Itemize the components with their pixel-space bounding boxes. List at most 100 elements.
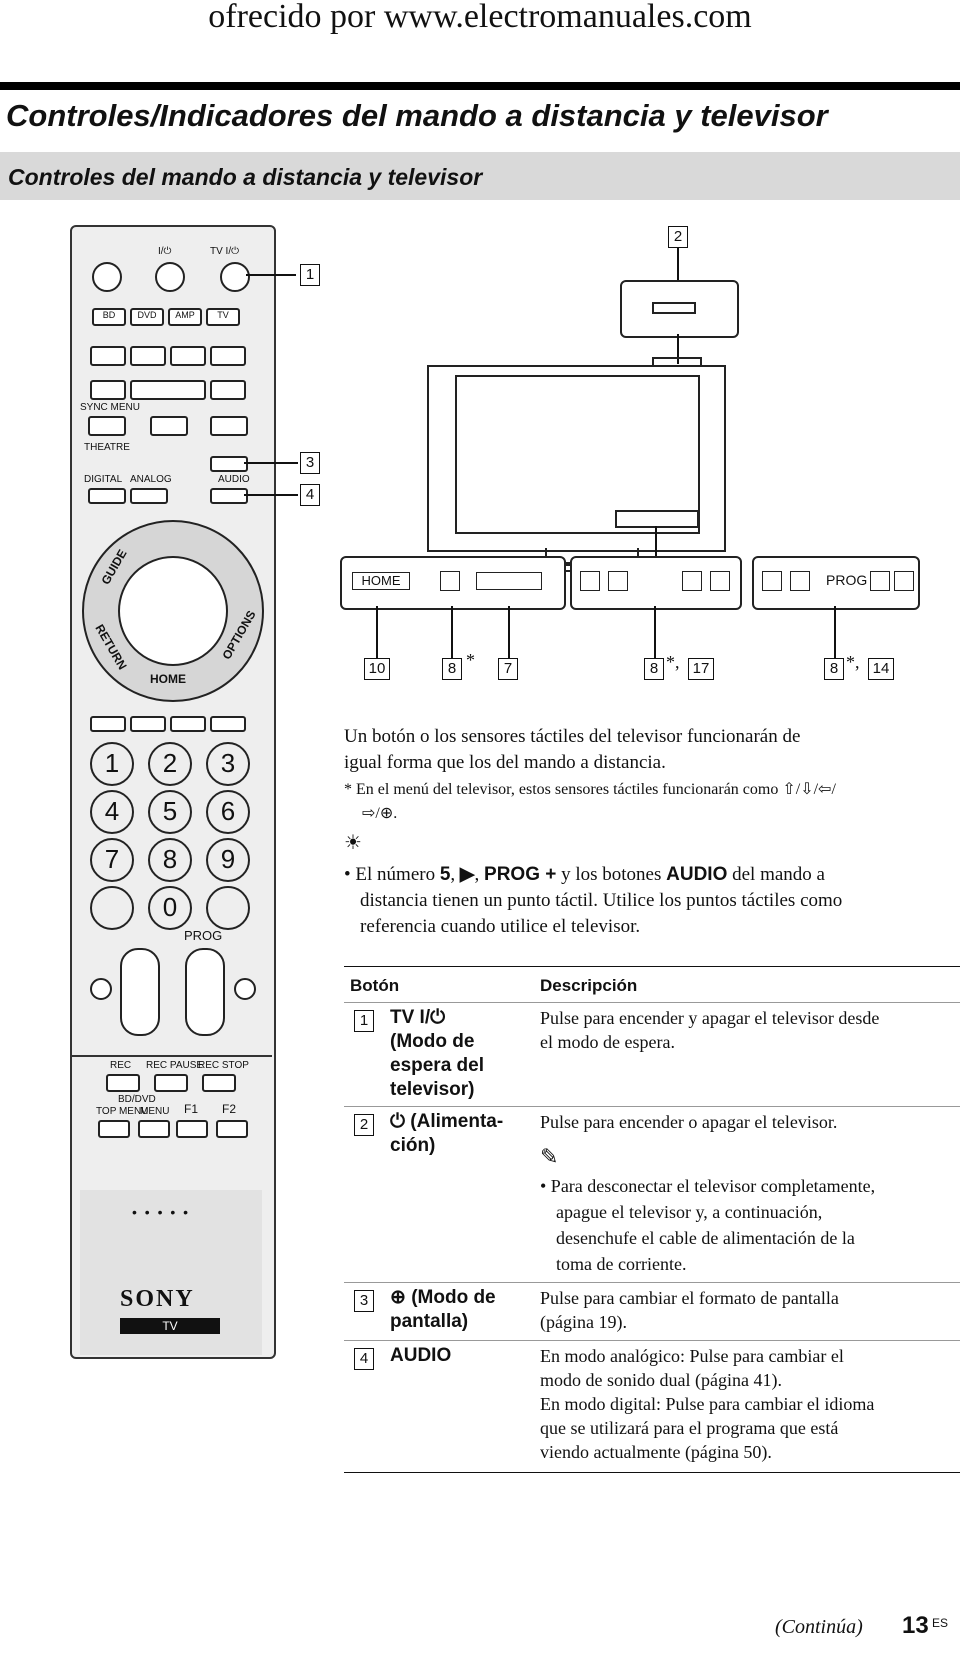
row3-number: 3 [354, 1290, 374, 1312]
power-detail-panel [620, 280, 739, 338]
table-row-rule [344, 1340, 960, 1341]
callout-7: 7 [498, 658, 518, 680]
tv-home-key: HOME [352, 572, 410, 590]
tv-badge: TV [120, 1318, 220, 1334]
callout-line-2 [677, 248, 679, 282]
volume-rocker [120, 948, 160, 1036]
note-line-2: ⇨/⊕. [362, 805, 398, 822]
table-header-rule [344, 1002, 960, 1003]
num-7: 7 [90, 838, 134, 882]
tip-text-c: , [450, 864, 460, 885]
left-arrow-icon [580, 571, 600, 591]
section-bar [0, 152, 960, 200]
callout-10: 10 [364, 658, 390, 680]
callout-3: 3 [300, 452, 320, 474]
row1-name-3: espera del [390, 1055, 484, 1076]
callout-8c-star: *, [846, 652, 860, 672]
tip-prog-plus: PROG + [484, 864, 557, 885]
f2-button [216, 1120, 248, 1138]
row2-note-3: desenchufe el cable de alimentación de l… [556, 1228, 855, 1248]
up-arrow-icon [894, 571, 914, 591]
fast-forward-icon [210, 380, 246, 400]
program-rocker [185, 948, 225, 1036]
digital-label: DIGITAL [84, 474, 123, 485]
row1-number: 1 [354, 1010, 374, 1032]
bd-dvd-label: BD/DVD [118, 1094, 156, 1105]
tip-line-2: distancia tienen un punto táctil. Utilic… [360, 890, 843, 911]
screen-mode-button [210, 456, 248, 472]
tv-screen [455, 375, 700, 534]
table-bottom-rule [344, 1472, 960, 1473]
row4-desc-3: En modo digital: Pulse para cambiar el i… [540, 1394, 875, 1414]
jump-icon [234, 978, 256, 1000]
callout-line-7 [508, 606, 510, 658]
col-button-header: Botón [350, 976, 400, 995]
tv-power-button [220, 262, 250, 292]
num-6: 6 [206, 790, 250, 834]
prog-plus-icon [870, 571, 890, 591]
num-9: 9 [206, 838, 250, 882]
touch-panel-program [752, 556, 920, 610]
num-3: 3 [206, 742, 250, 786]
down-arrow-icon [762, 571, 782, 591]
row2-note-2: apague el televisor y, a continuación, [556, 1202, 823, 1222]
page-title: Controles/Indicadores del mando a distan… [6, 98, 828, 133]
sync-menu-button [88, 416, 126, 436]
row3-desc-1: Pulse para cambiar el formato de pantall… [540, 1288, 839, 1308]
row1-name-1: TV I/⏻ [390, 1007, 446, 1028]
dvd-button: DVD [130, 308, 164, 326]
remote-divider [70, 1055, 272, 1069]
row1-name-4: televisor) [390, 1079, 475, 1100]
sync-menu-label: SYNC MENU [80, 402, 141, 413]
num-8: 8 [148, 838, 192, 882]
volume-icon [660, 571, 678, 589]
bd-button: BD [92, 308, 126, 326]
tv-sensor-line [655, 526, 657, 558]
f1-button [176, 1120, 208, 1138]
advance-icon [170, 346, 206, 366]
tip-number-five: 5 [439, 864, 451, 885]
row2-note-1: • Para desconectar el televisor completa… [540, 1176, 876, 1196]
stop-icon [210, 416, 248, 436]
tv-power-label: TV I/⏻ [210, 246, 240, 257]
tv-source-button: TV [206, 308, 240, 326]
power-label: I/⏻ [158, 246, 172, 257]
right-arrow-icon [710, 571, 730, 591]
table-row-rule [344, 1282, 960, 1283]
num-0: 0 [148, 886, 192, 930]
intro-line-2: igual forma que los del mando a distanci… [344, 752, 666, 773]
note-line-1: * En el menú del televisor, estos sensor… [344, 781, 836, 798]
tv-prog-label: PROG [826, 572, 868, 588]
tip-icon: ☀ [344, 832, 362, 854]
prog-label: PROG [184, 928, 223, 943]
rec-button [106, 1074, 140, 1092]
theatre-label: THEATRE [84, 442, 130, 453]
favourite-icon [206, 886, 250, 930]
callout-1: 1 [300, 264, 320, 286]
play-icon [130, 380, 206, 400]
rec-pause-label: REC PAUSE [146, 1060, 204, 1071]
remote-dots: • • • • • [132, 1204, 191, 1220]
row3-desc-2: (página 19). [540, 1312, 627, 1332]
text-icon [90, 886, 134, 930]
continued-label: (Continúa) [775, 1616, 863, 1638]
power-detail-line [677, 334, 679, 364]
row1-desc-2: el modo de espera. [540, 1032, 675, 1052]
language-tag: ES [932, 1616, 949, 1630]
row2-name-2: ción) [390, 1135, 436, 1156]
volume-minus-icon [608, 571, 628, 591]
amp-button: AMP [168, 308, 202, 326]
row3-name-2: pantalla) [390, 1311, 469, 1332]
page-number: 13 [902, 1612, 929, 1639]
home-label: HOME [150, 672, 186, 686]
rewind-icon [90, 380, 126, 400]
row2-number: 2 [354, 1114, 374, 1136]
replay-icon [130, 346, 166, 366]
callout-8b-star: *, [666, 652, 680, 672]
tip-play-icon: ▶ [459, 864, 475, 885]
row4-desc-4: que se utilizará para el programa que es… [540, 1418, 839, 1438]
power-detail-button [652, 302, 696, 314]
col-desc-header: Descripción [540, 976, 638, 995]
audio-button [210, 488, 248, 504]
callout-8a: 8 [442, 658, 462, 680]
